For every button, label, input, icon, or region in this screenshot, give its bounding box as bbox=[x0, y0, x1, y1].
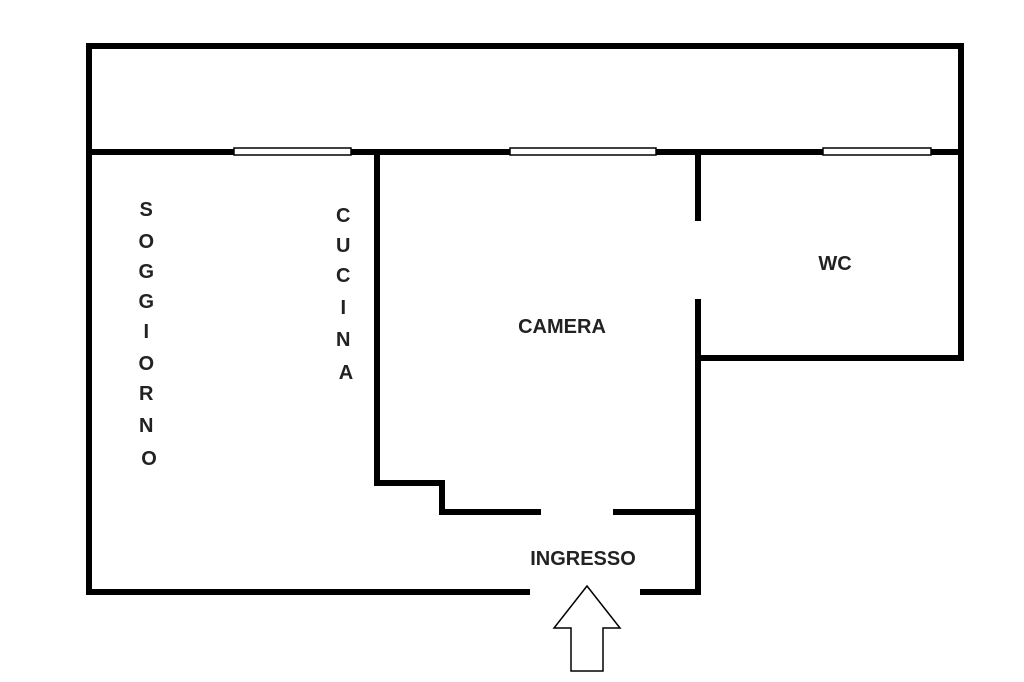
balcony bbox=[86, 43, 964, 153]
label-soggiorno-letter: I bbox=[143, 321, 149, 343]
camera-left-wall bbox=[374, 149, 541, 515]
label-soggiorno-letter: R bbox=[139, 383, 154, 405]
label-soggiorno-letter: O bbox=[138, 353, 154, 375]
label-soggiorno-letter: G bbox=[138, 261, 154, 283]
entrance-arrow-icon bbox=[552, 584, 622, 672]
label-cucina-letter: C bbox=[336, 265, 350, 287]
label-cucina: C U C I N A bbox=[336, 205, 356, 384]
windows bbox=[233, 147, 932, 156]
label-soggiorno-letter: G bbox=[138, 291, 154, 313]
label-cucina-letter: I bbox=[340, 297, 346, 319]
label-soggiorno-letter: N bbox=[139, 415, 153, 437]
inner-walls bbox=[374, 149, 701, 515]
label-wc: WC bbox=[818, 253, 851, 275]
window-wc bbox=[822, 147, 932, 156]
label-soggiorno-letter: O bbox=[138, 231, 154, 253]
label-cucina-letter: A bbox=[339, 362, 353, 384]
label-soggiorno: S O G G I O R N O bbox=[138, 199, 159, 470]
label-soggiorno-letter: O bbox=[141, 448, 157, 470]
outer-walls bbox=[86, 149, 964, 595]
window-camera bbox=[509, 147, 657, 156]
window-soggiorno bbox=[233, 147, 352, 156]
label-soggiorno-letter: S bbox=[140, 199, 153, 221]
balcony-outline bbox=[86, 43, 964, 153]
label-ingresso: INGRESSO bbox=[530, 548, 636, 570]
label-cucina-letter: C bbox=[336, 205, 350, 227]
label-camera: CAMERA bbox=[518, 316, 606, 338]
label-cucina-letter: U bbox=[336, 235, 350, 257]
label-cucina-letter: N bbox=[336, 329, 350, 351]
